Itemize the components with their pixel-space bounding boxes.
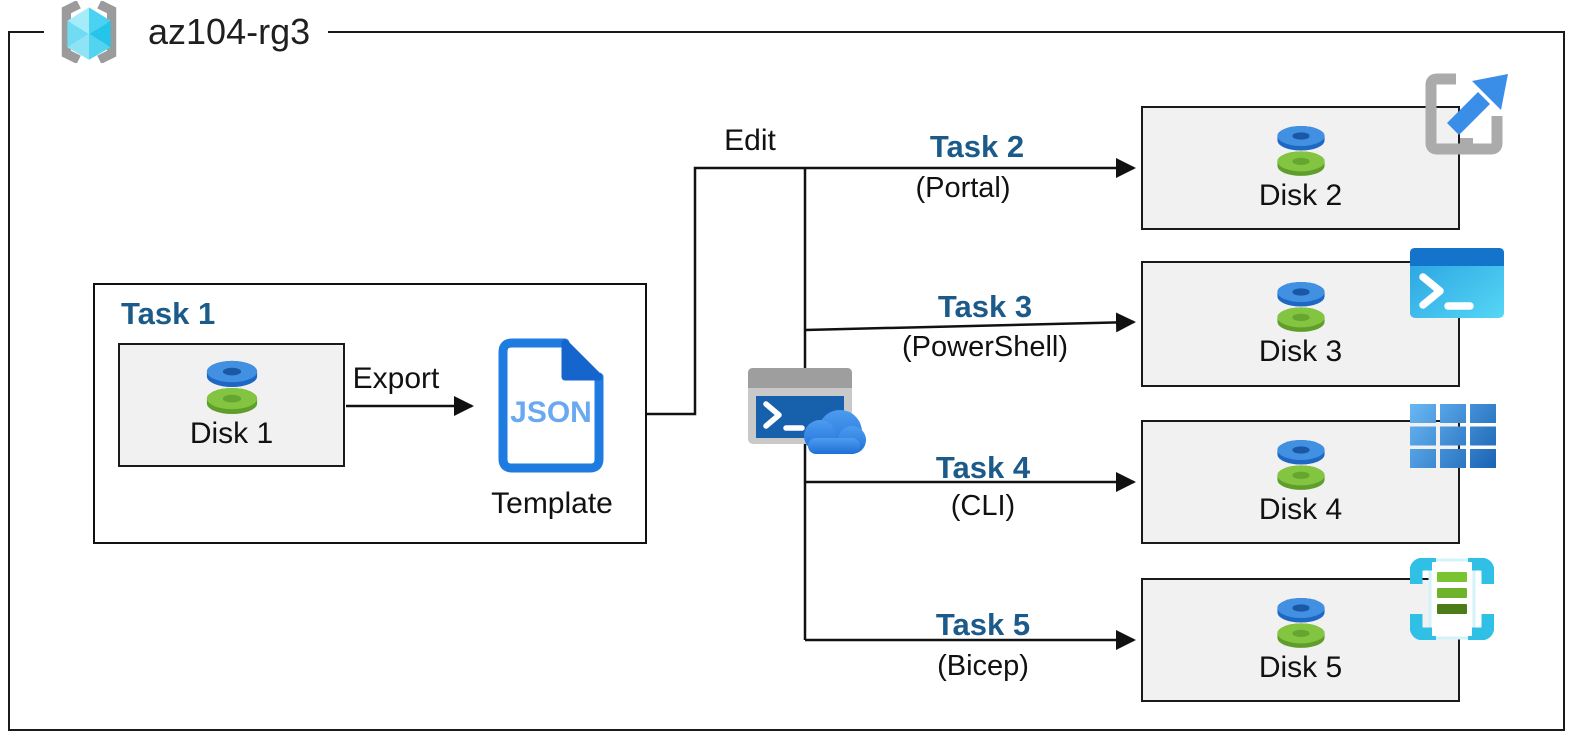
task5-method: (Bicep): [937, 650, 1029, 682]
cloud-shell-icon: [748, 368, 866, 454]
disk5-label: Disk 5: [1258, 650, 1343, 684]
disk1-box: Disk 1: [118, 343, 345, 467]
disk2-label: Disk 2: [1258, 178, 1343, 212]
azure-portal-icon: [1425, 73, 1508, 155]
task3-title: Task 3: [937, 289, 1033, 324]
edit-label: Edit: [724, 124, 776, 157]
json-icon-text: JSON: [510, 396, 592, 429]
task2-method: (Portal): [915, 172, 1011, 204]
azure-cli-icon: [1410, 404, 1496, 468]
disk3-box: Disk 3: [1141, 261, 1460, 387]
resource-group-name: az104-rg3: [148, 11, 311, 52]
disk-icon: [1272, 438, 1330, 491]
resource-group-icon: [61, 1, 117, 63]
powershell-icon: [1410, 248, 1504, 318]
bicep-template-icon: [1410, 558, 1494, 640]
task5-title: Task 5: [935, 607, 1031, 642]
json-template-icon: JSON: [498, 338, 604, 473]
disk2-box: Disk 2: [1141, 106, 1460, 230]
disk-icon: [1272, 124, 1330, 177]
disk-icon: [201, 359, 263, 415]
template-label: Template: [491, 487, 613, 520]
disk-icon: [1272, 280, 1330, 333]
disk4-box: Disk 4: [1141, 420, 1460, 544]
disk-icon: [1272, 596, 1330, 649]
disk5-box: Disk 5: [1141, 578, 1460, 702]
disk4-label: Disk 4: [1258, 492, 1343, 526]
task3-method: (PowerShell): [902, 331, 1068, 363]
task4-method: (CLI): [950, 490, 1016, 522]
export-label: Export: [352, 362, 440, 395]
disk1-label: Disk 1: [189, 417, 274, 450]
resource-group-header: az104-rg3: [44, 0, 329, 64]
task4-title: Task 4: [935, 450, 1031, 485]
disk3-label: Disk 3: [1258, 334, 1343, 368]
task1-title: Task 1: [121, 296, 216, 331]
task2-title: Task 2: [929, 129, 1025, 164]
